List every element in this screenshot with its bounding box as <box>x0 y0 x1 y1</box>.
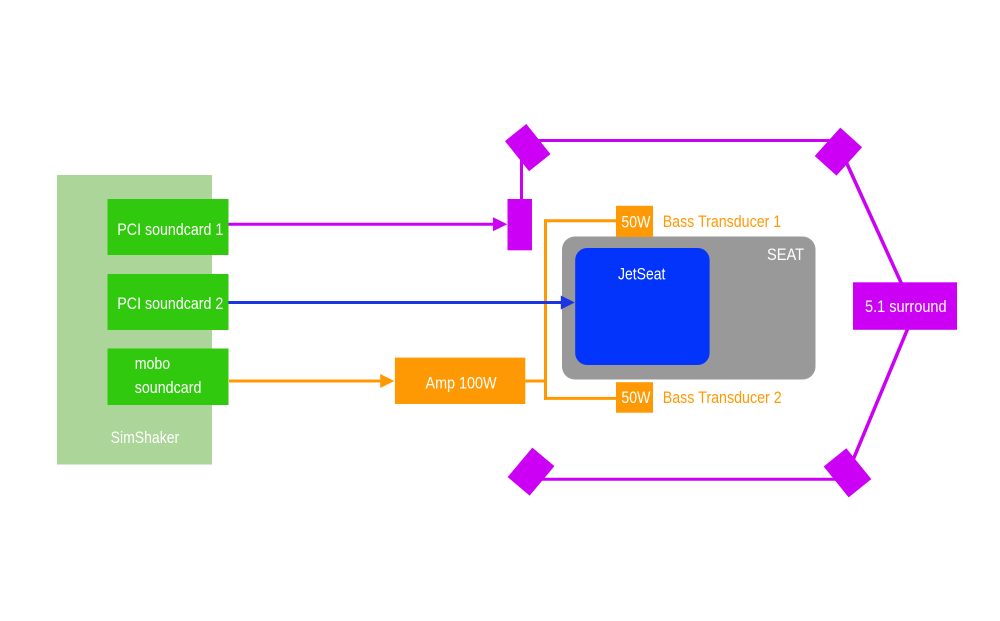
svg-text:soundcard: soundcard <box>135 378 202 397</box>
svg-text:50W: 50W <box>621 212 650 231</box>
svg-text:PCI soundcard 2: PCI soundcard 2 <box>117 294 223 313</box>
svg-text:50W: 50W <box>621 388 650 407</box>
svg-text:mobo: mobo <box>135 354 171 373</box>
svg-text:Bass Transducer 1: Bass Transducer 1 <box>663 212 782 231</box>
svg-text:SEAT: SEAT <box>767 245 804 264</box>
svg-text:Bass Transducer 2: Bass Transducer 2 <box>663 388 782 407</box>
svg-text:SimShaker: SimShaker <box>111 428 180 447</box>
svg-text:JetSeat: JetSeat <box>618 265 666 284</box>
svg-text:5.1 surround: 5.1 surround <box>865 297 947 316</box>
svg-text:PCI soundcard 1: PCI soundcard 1 <box>117 220 223 239</box>
svg-text:Amp 100W: Amp 100W <box>426 374 497 393</box>
